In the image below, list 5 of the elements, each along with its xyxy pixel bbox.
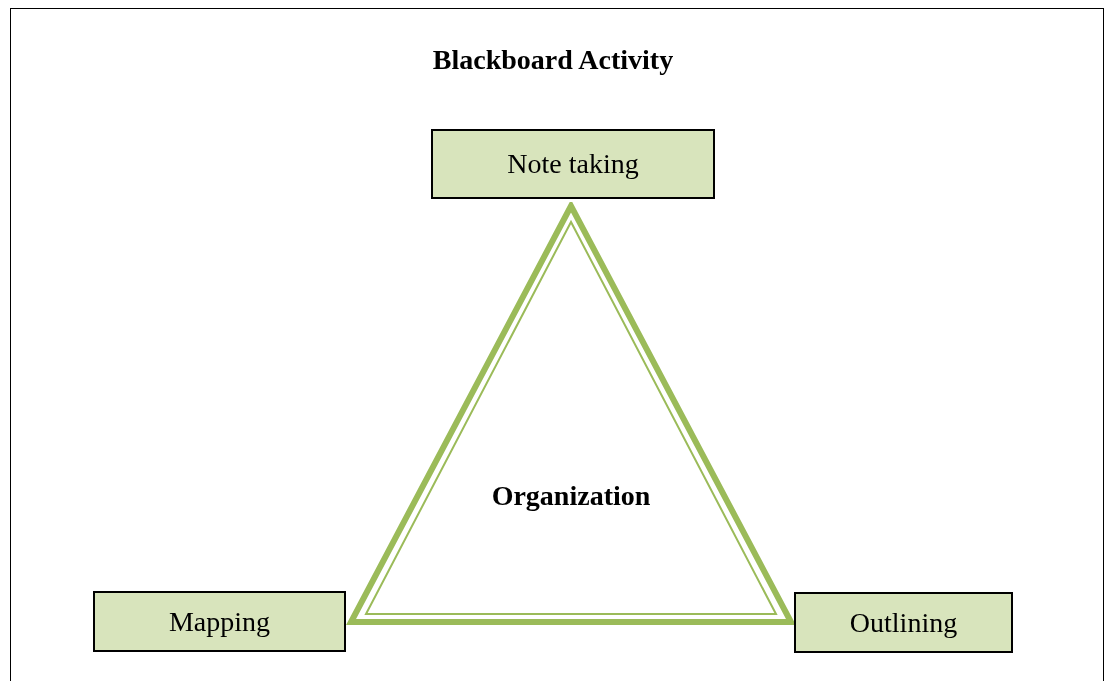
process-box: Outlining: [794, 592, 1013, 653]
triangle-label: Organization: [490, 480, 652, 512]
diagram-title: Blackboard Activity: [432, 44, 674, 75]
process-box: Mapping: [93, 591, 346, 652]
process-box: Note taking: [431, 129, 715, 199]
